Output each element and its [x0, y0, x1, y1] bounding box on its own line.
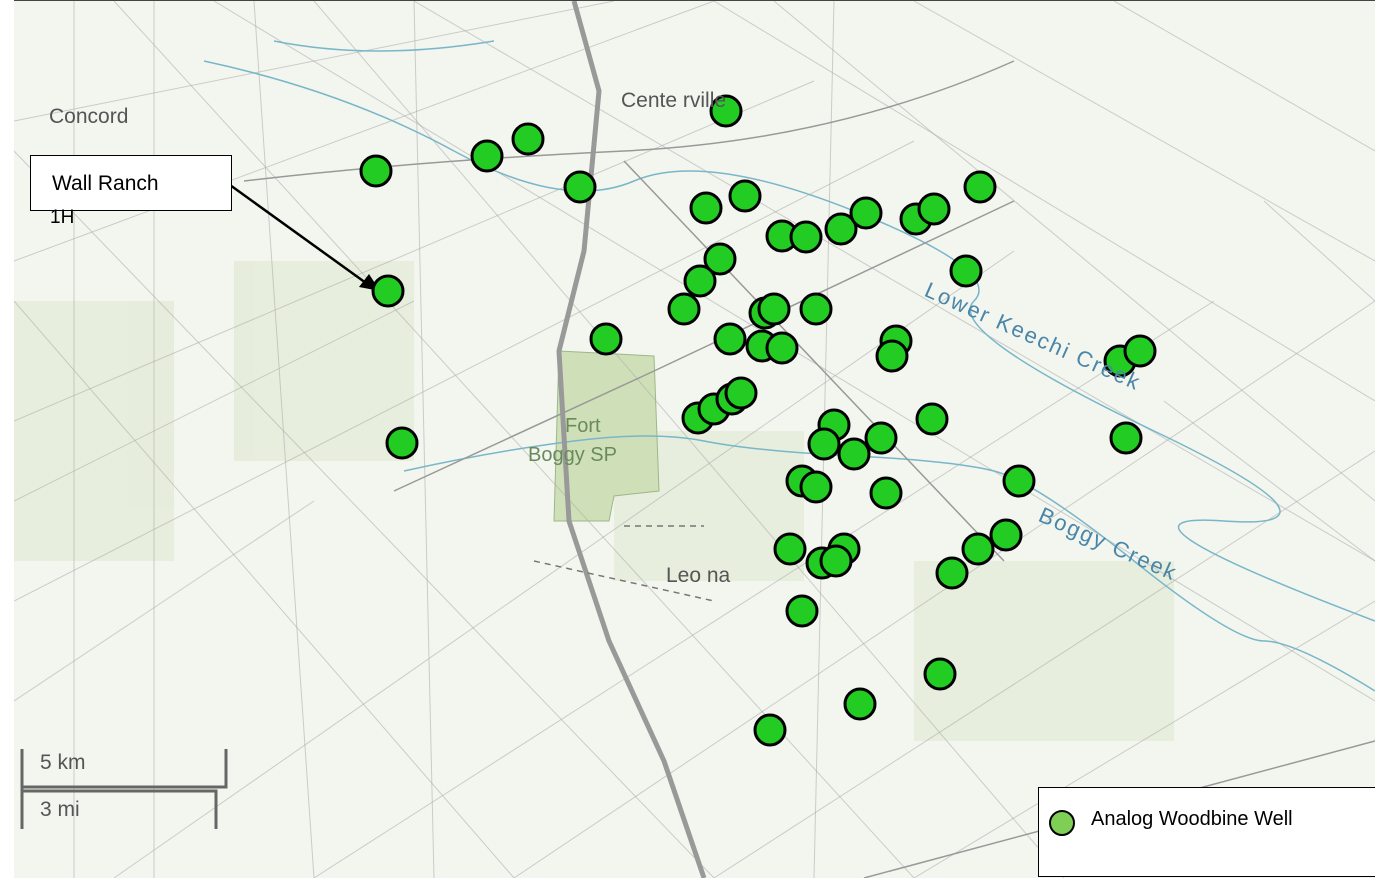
well-marker[interactable]	[689, 191, 723, 225]
map-canvas[interactable]: Concord Cente rville Fort Boggy SP Leo n…	[14, 0, 1375, 878]
well-marker[interactable]	[949, 254, 983, 288]
highway	[556, 1, 707, 878]
well-marker[interactable]	[563, 170, 597, 204]
well-marker[interactable]	[869, 476, 903, 510]
label-concord: Concord	[49, 105, 129, 128]
callout-title: Wall Ranch	[52, 172, 159, 195]
well-marker[interactable]	[1123, 334, 1157, 368]
well-marker[interactable]	[728, 179, 762, 213]
scale-km: 5 km	[40, 751, 86, 774]
well-marker[interactable]	[807, 427, 841, 461]
well-marker[interactable]	[824, 212, 858, 246]
legend-well-swatch	[1049, 810, 1075, 836]
callout-subtitle: 1H	[50, 207, 75, 228]
well-marker[interactable]	[799, 470, 833, 504]
well-marker[interactable]	[819, 544, 853, 578]
well-marker[interactable]	[511, 122, 545, 156]
well-marker[interactable]	[915, 402, 949, 436]
well-marker[interactable]	[359, 154, 393, 188]
well-marker[interactable]	[789, 220, 823, 254]
well-marker[interactable]	[713, 322, 747, 356]
well-marker[interactable]	[837, 437, 871, 471]
well-marker[interactable]	[765, 331, 799, 365]
well-marker[interactable]	[1002, 464, 1036, 498]
legend-box: Analog Woodbine Well	[1038, 787, 1375, 877]
well-marker[interactable]	[753, 713, 787, 747]
wells-layer	[359, 94, 1157, 747]
label-leona: Leo na	[666, 564, 731, 587]
well-marker[interactable]	[667, 292, 701, 326]
label-fort-boggy-sp: Boggy SP	[528, 444, 617, 466]
well-marker[interactable]	[864, 421, 898, 455]
well-marker[interactable]	[470, 139, 504, 173]
label-fort-boggy: Fort	[565, 415, 601, 437]
scale-bar	[20, 749, 228, 829]
well-marker[interactable]	[385, 426, 419, 460]
well-marker[interactable]	[724, 376, 758, 410]
scale-mi: 3 mi	[40, 798, 80, 821]
well-marker[interactable]	[917, 192, 951, 226]
legend-well-label: Analog Woodbine Well	[1091, 808, 1293, 830]
well-marker[interactable]	[709, 94, 743, 128]
well-marker[interactable]	[849, 196, 883, 230]
well-marker[interactable]	[875, 339, 909, 373]
well-marker[interactable]	[371, 274, 405, 308]
callout-box: Wall Ranch	[30, 155, 232, 211]
well-marker[interactable]	[989, 518, 1023, 552]
well-marker[interactable]	[785, 594, 819, 628]
park-area	[553, 350, 660, 522]
well-marker[interactable]	[799, 292, 833, 326]
well-marker[interactable]	[935, 556, 969, 590]
well-marker[interactable]	[963, 170, 997, 204]
well-marker[interactable]	[683, 264, 717, 298]
well-marker[interactable]	[923, 657, 957, 691]
well-marker[interactable]	[1109, 421, 1143, 455]
well-marker[interactable]	[757, 292, 791, 326]
well-marker[interactable]	[843, 687, 877, 721]
well-marker[interactable]	[703, 242, 737, 276]
label-centerville: Cente rville	[621, 89, 727, 112]
well-marker[interactable]	[589, 322, 623, 356]
map-base	[14, 1, 1375, 878]
well-marker[interactable]	[773, 532, 807, 566]
well-marker[interactable]	[961, 532, 995, 566]
callout-arrow	[229, 183, 367, 285]
